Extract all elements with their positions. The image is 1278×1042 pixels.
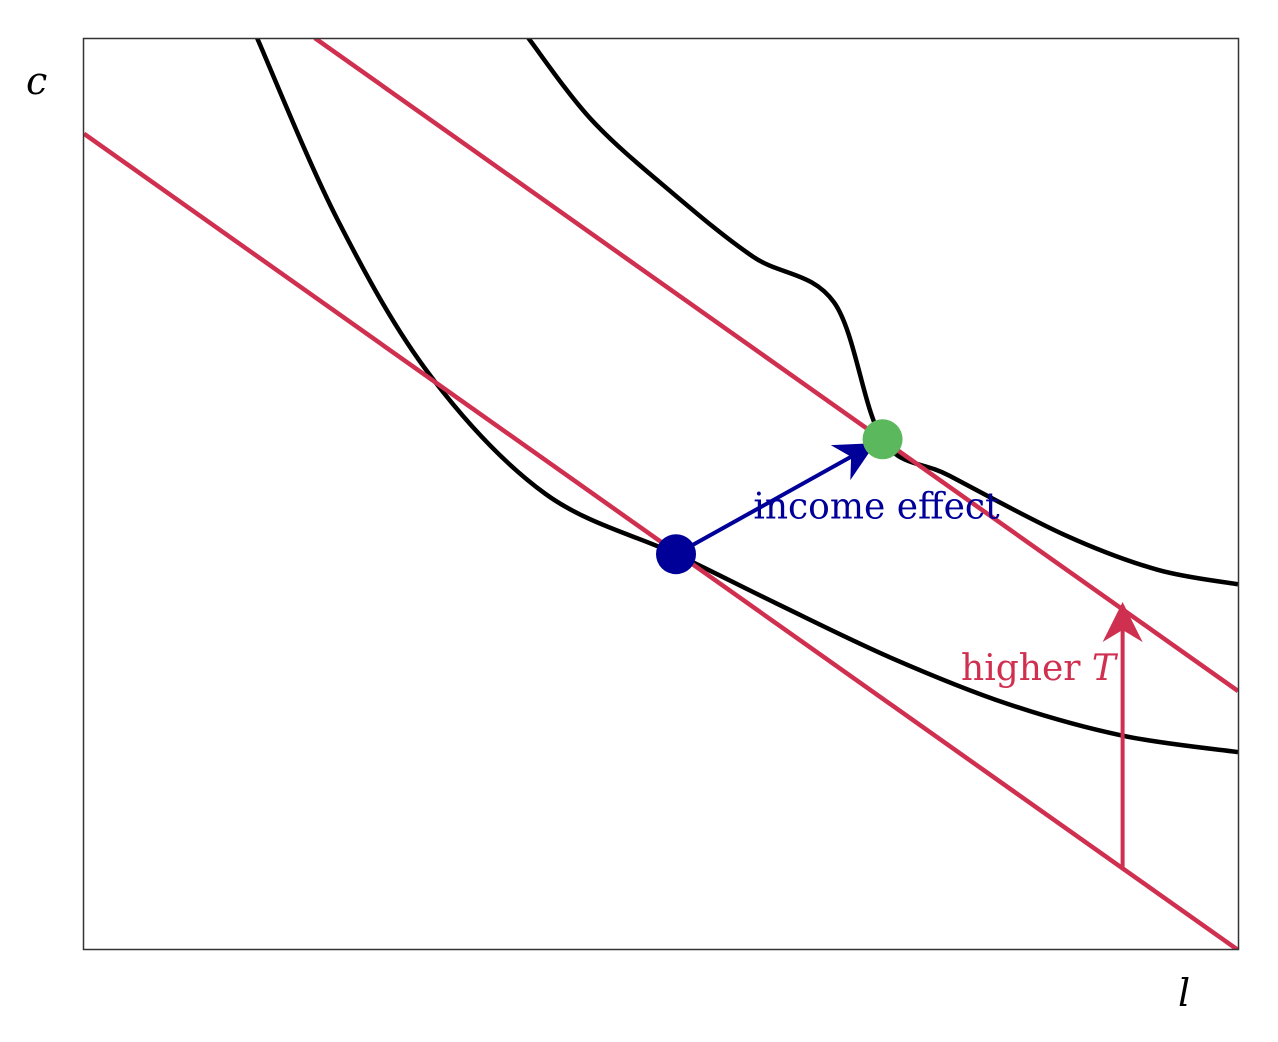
higher-t-math: T — [1092, 648, 1119, 689]
income-effect-label: income effect — [753, 487, 1000, 528]
y-axis-label: c — [26, 59, 48, 103]
higher-t-label: higher T — [961, 648, 1119, 689]
plot-frame — [82, 37, 1240, 951]
indifference-curve-1 — [255, 38, 1238, 755]
income-effect-arrow — [675, 443, 876, 556]
budget-line-2 — [313, 38, 1238, 693]
indifference-curve-2 — [526, 38, 1238, 587]
x-axis-label: l — [1178, 971, 1191, 1015]
new-optimum-point — [862, 419, 903, 460]
initial-optimum-point — [656, 534, 697, 575]
